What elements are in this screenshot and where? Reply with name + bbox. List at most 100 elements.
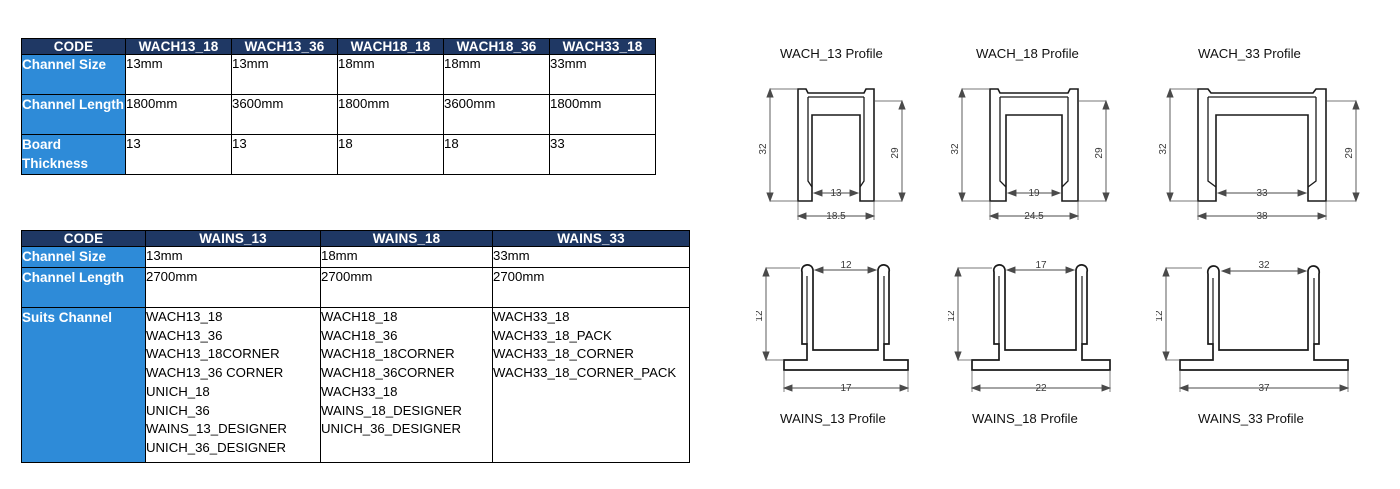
cell-channel-length-wains-33: 2700mm (492, 267, 690, 308)
column-header-code: CODE (21, 230, 146, 247)
figure-title-wach-13: WACH_13 Profile (780, 46, 883, 61)
row-label-channel-length: Channel Length (21, 94, 126, 135)
cell-channel-size-wach13-36: 13mm (231, 54, 338, 95)
dim-wach-18-outer-width: 24.5 (1024, 211, 1044, 222)
column-header-wach13-36: WACH13_36 (231, 38, 338, 55)
dim-wach-13-inner-width: 13 (830, 188, 842, 199)
cell-channel-length-wach13-36: 3600mm (231, 94, 338, 135)
list-item: WACH13_36 (146, 327, 223, 343)
dim-wains-33-top-width: 32 (1258, 260, 1270, 271)
list-item: WACH13_36 CORNER (146, 365, 284, 381)
list-item: WACH18_18CORNER (321, 346, 455, 362)
cell-board-thickness-wach13-36: 13 (231, 134, 338, 175)
table-row: Channel Size 13mm 18mm 33mm (21, 246, 690, 268)
cell-board-thickness-wach18-36: 18 (443, 134, 550, 175)
figure-wains-18-profile: 12 17 22 (948, 252, 1138, 402)
column-header-wains-13: WAINS_13 (145, 230, 321, 247)
dim-wains-13-height: 12 (756, 310, 765, 322)
dim-wains-33-base-width: 37 (1258, 383, 1270, 394)
cell-channel-size-wach33-18: 33mm (549, 54, 656, 95)
dim-wach-18-inner-height: 29 (1094, 147, 1105, 159)
cell-channel-length-wach18-18: 1800mm (337, 94, 444, 135)
column-header-wach18-18: WACH18_18 (337, 38, 444, 55)
wains-insert-table: CODE WAINS_13 WAINS_18 WAINS_33 Channel … (21, 230, 690, 463)
wach-channel-table: CODE WACH13_18 WACH13_36 WACH18_18 WACH1… (21, 38, 656, 175)
row-label-channel-size: Channel Size (21, 246, 146, 268)
list-item: WACH33_18 (493, 309, 570, 324)
list-item: WAINS_18_DESIGNER (321, 402, 462, 418)
cell-channel-size-wach13-18: 13mm (125, 54, 232, 95)
figure-title-wains-18: WAINS_18 Profile (972, 411, 1078, 426)
list-item: UNICH_36_DESIGNER (146, 440, 286, 456)
dim-wach-18-inner-width: 19 (1028, 188, 1040, 199)
cell-channel-length-wains-13: 2700mm (145, 267, 321, 308)
cell-board-thickness-wach33-18: 33 (549, 134, 656, 175)
list-item: WACH18_36 (321, 327, 398, 343)
figure-title-wains-33: WAINS_33 Profile (1198, 411, 1304, 426)
cell-channel-length-wach13-18: 1800mm (125, 94, 232, 135)
dim-wach-13-inner-height: 29 (890, 147, 901, 159)
cell-channel-size-wach18-18: 18mm (337, 54, 444, 95)
list-item: WACH18_36CORNER (321, 365, 455, 381)
list-item: WACH18_18 (321, 309, 398, 324)
cell-channel-length-wains-18: 2700mm (320, 267, 493, 308)
wains-18-profile-svg: 12 17 22 (948, 260, 1112, 394)
cell-channel-length-wach33-18: 1800mm (549, 94, 656, 135)
list-item: UNICH_36_DESIGNER (321, 421, 461, 437)
cell-board-thickness-wach18-18: 18 (337, 134, 444, 175)
figure-title-wach-33: WACH_33 Profile (1198, 46, 1301, 61)
dim-wach-33-outer-width: 38 (1256, 211, 1268, 222)
table-header-row: CODE WAINS_13 WAINS_18 WAINS_33 (21, 230, 690, 247)
dim-wach-33-inner-width: 33 (1256, 188, 1268, 199)
cell-board-thickness-wach13-18: 13 (125, 134, 232, 175)
list-item: WAINS_13_DESIGNER (146, 421, 287, 437)
table-row: Channel Length 1800mm 3600mm 1800mm 3600… (21, 94, 656, 135)
list-item: UNICH_36 (146, 402, 210, 418)
dim-wains-18-base-width: 22 (1035, 383, 1047, 394)
wach-33-profile-svg: 32 29 33 38 (1158, 87, 1360, 222)
figure-wach-18-profile: 32 29 19 24.5 (948, 75, 1138, 225)
column-header-code: CODE (21, 38, 126, 55)
list-item: WACH13_18 (146, 309, 223, 324)
table-row: Board Thickness 13 13 18 18 33 (21, 134, 656, 175)
row-label-channel-length: Channel Length (21, 267, 146, 308)
list-item: WACH33_18_PACK (493, 327, 612, 343)
dim-wach-18-outer-height: 32 (950, 143, 961, 155)
cell-channel-size-wains-18: 18mm (320, 246, 493, 268)
cell-channel-size-wains-13: 13mm (145, 246, 321, 268)
list-item: WACH33_18_CORNER_PACK (493, 365, 677, 381)
dim-wach-13-outer-width: 18.5 (826, 211, 846, 222)
list-item: WACH13_18CORNER (146, 346, 280, 362)
figure-wains-33-profile: 12 32 37 (1156, 252, 1386, 402)
dim-wains-18-height: 12 (948, 310, 957, 322)
cell-channel-size-wach18-36: 18mm (443, 54, 550, 95)
list-item: UNICH_18 (146, 383, 210, 399)
row-label-board-thickness: Board Thickness (21, 134, 126, 175)
table-row: Channel Length 2700mm 2700mm 2700mm (21, 267, 690, 308)
wains-33-profile-svg: 12 32 37 (1156, 260, 1350, 394)
dim-wains-18-top-width: 17 (1035, 260, 1047, 271)
column-header-wains-18: WAINS_18 (320, 230, 493, 247)
figure-wains-13-profile: 12 12 17 (756, 252, 936, 402)
row-label-channel-size: Channel Size (21, 54, 126, 95)
dim-wains-33-height: 12 (1156, 310, 1165, 322)
dim-wach-13-outer-height: 32 (758, 143, 769, 155)
table-row: Channel Size 13mm 13mm 18mm 18mm 33mm (21, 54, 656, 95)
dim-wach-33-inner-height: 29 (1344, 147, 1355, 159)
figure-wach-13-profile: 32 29 13 (756, 75, 936, 225)
column-header-wains-33: WAINS_33 (492, 230, 690, 247)
figure-title-wains-13: WAINS_13 Profile (780, 411, 886, 426)
list-item: WACH33_18_CORNER (493, 346, 634, 362)
figure-title-wach-18: WACH_18 Profile (976, 46, 1079, 61)
column-header-wach33-18: WACH33_18 (549, 38, 656, 55)
dim-wains-13-base-width: 17 (840, 383, 852, 394)
row-label-suits-channel: Suits Channel (21, 307, 146, 463)
dim-wach-33-outer-height: 32 (1158, 143, 1169, 155)
column-header-wach18-36: WACH18_36 (443, 38, 550, 55)
table-header-row: CODE WACH13_18 WACH13_36 WACH18_18 WACH1… (21, 38, 656, 55)
cell-channel-size-wains-33: 33mm (492, 246, 690, 268)
